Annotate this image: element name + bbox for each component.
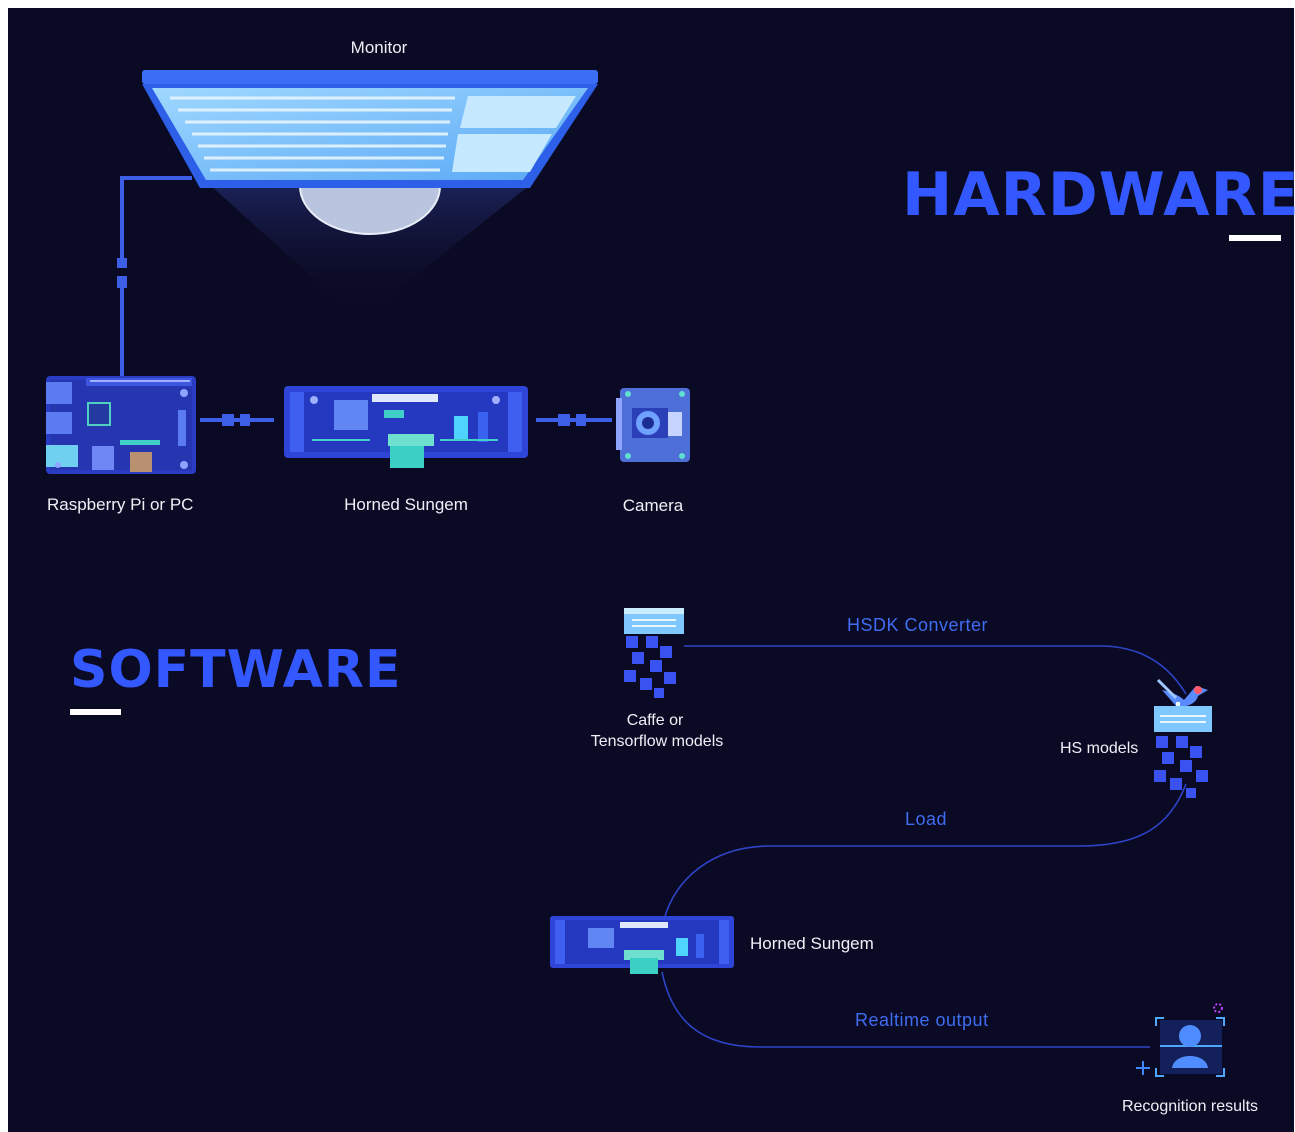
sungem-board-icon-software xyxy=(550,916,734,974)
hummingbird-icon xyxy=(1156,678,1208,707)
camera-label: Camera xyxy=(622,496,684,515)
monitor-label: Monitor xyxy=(350,38,408,57)
hs-model-stack-icon xyxy=(1154,706,1212,798)
usb-cable-1 xyxy=(200,414,274,426)
monitor-cable xyxy=(120,176,192,378)
load-label: Load xyxy=(905,809,948,829)
caffe-label-line1: Caffe or xyxy=(626,712,684,729)
usb-cable-2 xyxy=(536,414,612,426)
face-recognition-icon xyxy=(1136,1003,1225,1077)
sungem-software-label: Horned Sungem xyxy=(750,934,874,953)
sungem-board-icon xyxy=(284,386,528,468)
caffe-label-line2: Tensorflow models xyxy=(590,733,724,750)
hardware-heading: HARDWARE xyxy=(902,160,1295,230)
flow-lines xyxy=(661,645,1187,1048)
software-underline xyxy=(70,709,121,715)
model-stack-icon xyxy=(624,608,684,698)
hardware-underline xyxy=(1229,235,1281,241)
recognition-label: Recognition results xyxy=(1121,1098,1259,1115)
output-label: Realtime output xyxy=(855,1010,989,1030)
hs-models-label: HS models xyxy=(1060,740,1139,757)
converter-label: HSDK Converter xyxy=(847,615,989,635)
raspberry-pi-label: Raspberry Pi or PC xyxy=(47,495,194,514)
raspberry-pi-board-icon xyxy=(46,376,196,474)
software-heading: SOFTWARE xyxy=(70,640,402,700)
camera-module-icon xyxy=(616,388,690,462)
sungem-label: Horned Sungem xyxy=(344,495,468,514)
monitor-icon xyxy=(142,70,598,320)
